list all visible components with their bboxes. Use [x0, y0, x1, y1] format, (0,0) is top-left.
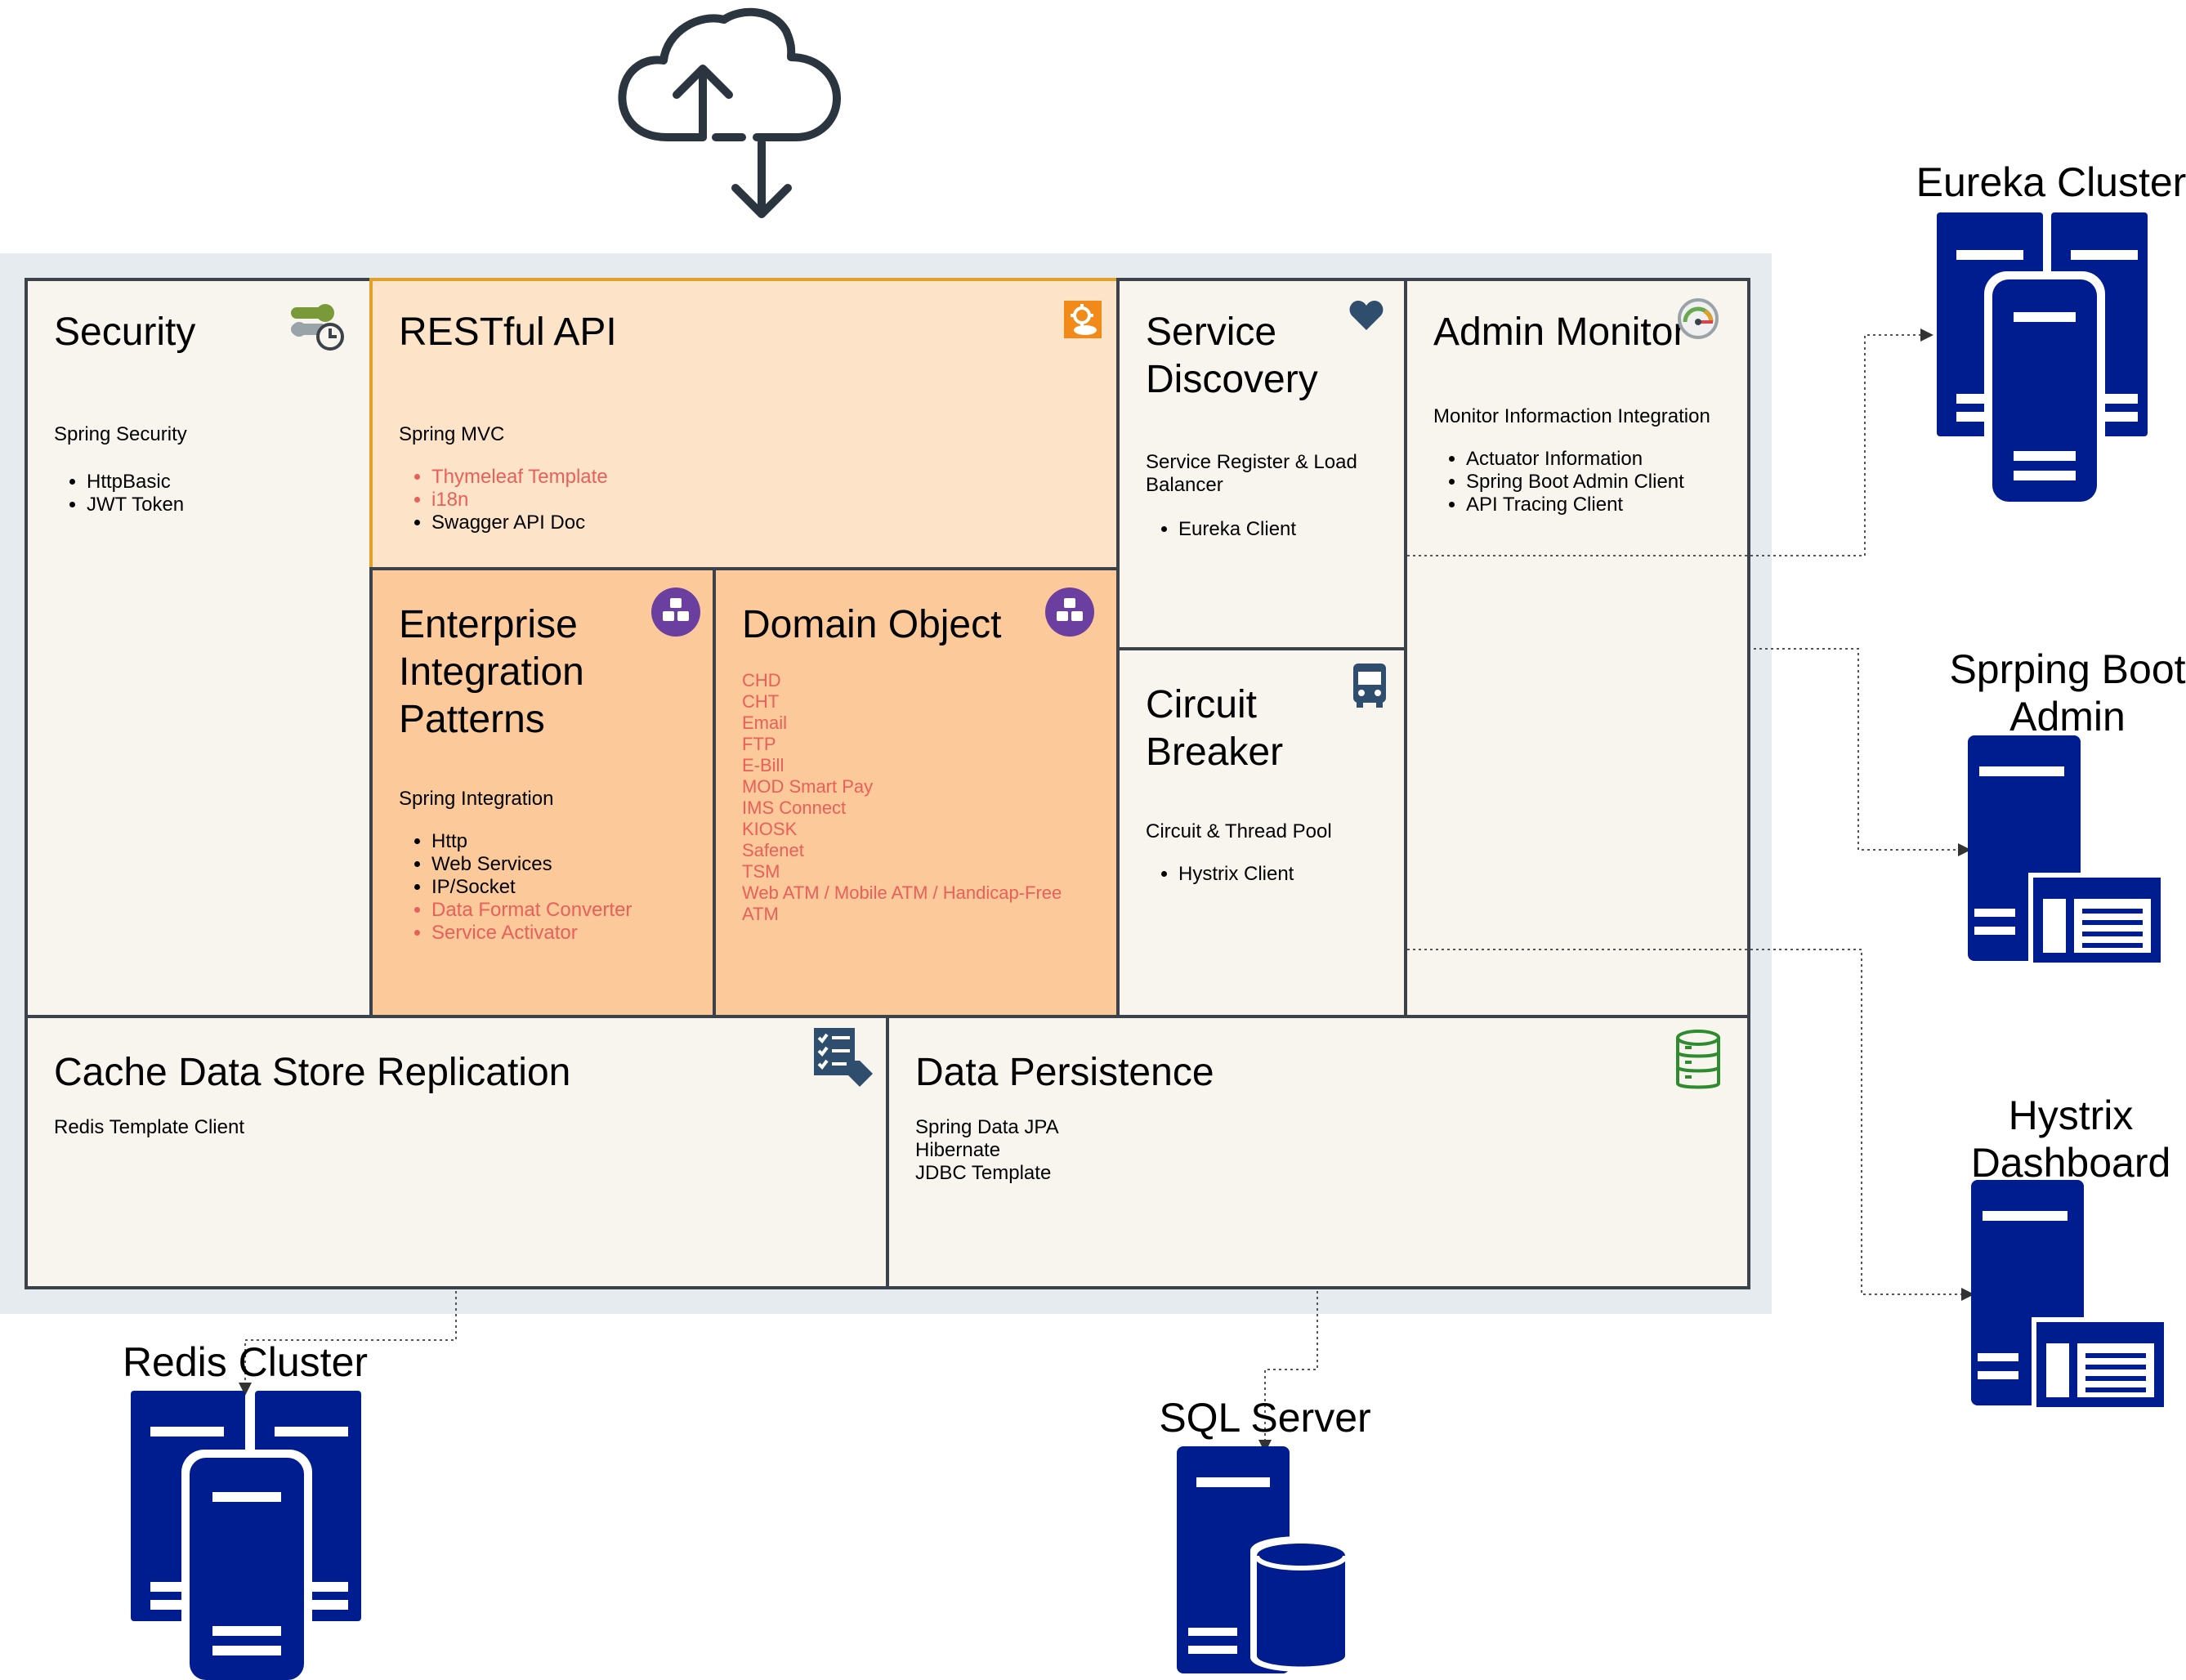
persistence-subtitle: Spring Data JPA Hibernate JDBC Template: [915, 1116, 1059, 1184]
admin-monitor-box: Admin Monitor Monitor Informaction Integ…: [1404, 278, 1750, 1018]
keys-clock-icon: [291, 304, 344, 351]
list-item: KIOSK: [742, 819, 798, 839]
restful-title: RESTful API: [399, 311, 617, 354]
eip-subtitle: Spring Integration: [399, 788, 554, 810]
circuit-breaker-title: Circuit Breaker: [1146, 683, 1284, 774]
eip-title: Enterprise Integration Patterns: [399, 603, 584, 741]
list-item: ATM: [742, 904, 779, 924]
heart-icon: [1349, 301, 1384, 330]
security-subtitle: Spring Security: [54, 423, 187, 445]
list-item: Web Services: [431, 853, 632, 876]
restful-list: Thymeleaf Template i18n Swagger API Doc: [399, 466, 608, 534]
cloud-upload-download-icon: [618, 7, 841, 218]
circuit-breaker-list: Hystrix Client: [1146, 863, 1294, 886]
restful-api-box: RESTful API Spring MVC Thymeleaf Templat…: [369, 278, 1120, 570]
list-item: HttpBasic: [87, 471, 184, 494]
service-discovery-subtitle: Service Register & Load Balancer: [1146, 451, 1357, 496]
connector-hystrix: [1407, 949, 1974, 1301]
list-item: E-Bill: [742, 755, 785, 775]
server-database-icon: [1177, 1446, 1352, 1673]
domain-object-box: Domain Object CHD CHT Email FTP E-Bill M…: [713, 567, 1120, 1018]
list-item: Swagger API Doc: [431, 512, 608, 534]
spring-boot-admin-label: Sprping Boot Admin: [1949, 646, 2186, 739]
list-item: i18n: [431, 489, 608, 512]
server-cluster-icon: [1937, 212, 2148, 502]
security-title: Security: [54, 311, 196, 354]
hystrix-dashboard-label: Hystrix Dashboard: [1970, 1092, 2171, 1186]
list-item: Data Format Converter: [431, 899, 632, 922]
connector-eureka: [1407, 328, 1933, 556]
domain-object-title: Domain Object: [742, 603, 1002, 646]
list-item: Safenet: [742, 840, 804, 860]
list-item: API Tracing Client: [1466, 494, 1684, 516]
restful-subtitle: Spring MVC: [399, 423, 505, 445]
service-discovery-list: Eureka Client: [1146, 518, 1296, 541]
gauge-icon: [1678, 298, 1719, 339]
list-item: Eureka Client: [1178, 518, 1296, 541]
hexagon-boxes-icon: [651, 588, 700, 637]
connector-sql: [1258, 1291, 1318, 1453]
eip-list: Http Web Services IP/Socket Data Format …: [399, 830, 632, 945]
service-discovery-title: Service Discovery: [1146, 311, 1318, 401]
list-item: IMS Connect: [742, 798, 847, 818]
list-item: Web ATM / Mobile ATM / Handicap-Free: [742, 882, 1062, 903]
gear-cloud-icon: [1064, 301, 1102, 338]
persistence-box: Data Persistence Spring Data JPA Hiberna…: [886, 1015, 1750, 1289]
eureka-cluster-label: Eureka Cluster: [1916, 159, 2186, 205]
server-dashboard-icon: [1968, 735, 2166, 964]
security-list: HttpBasic JWT Token: [54, 471, 184, 516]
list-item: CHT: [742, 691, 780, 712]
list-item: CHD: [742, 670, 781, 690]
list-item: Actuator Information: [1466, 448, 1684, 471]
server-cluster-icon: [131, 1391, 361, 1680]
persistence-title: Data Persistence: [915, 1051, 1214, 1094]
list-item: FTP: [742, 734, 776, 754]
bus-icon: [1353, 664, 1386, 708]
circuit-breaker-box: Circuit Breaker Circuit & Thread Pool Hy…: [1116, 647, 1407, 1018]
cache-subtitle: Redis Template Client: [54, 1116, 245, 1138]
hexagon-boxes-icon: [1045, 588, 1094, 637]
circuit-breaker-subtitle: Circuit & Thread Pool: [1146, 820, 1332, 842]
list-item: Spring Boot Admin Client: [1466, 471, 1684, 494]
list-item: Email: [742, 713, 788, 733]
list-item: Service Activator: [431, 922, 632, 945]
list-item: JWT Token: [87, 494, 184, 516]
admin-monitor-title: Admin Monitor: [1433, 311, 1687, 354]
list-item: MOD Smart Pay: [742, 776, 874, 797]
list-item: Http: [431, 830, 632, 853]
database-icon: [1676, 1030, 1720, 1089]
service-discovery-box: Service Discovery Service Register & Loa…: [1116, 278, 1407, 650]
cache-box: Cache Data Store Replication Redis Templ…: [25, 1015, 889, 1289]
list-item: TSM: [742, 861, 780, 882]
list-item: IP/Socket: [431, 876, 632, 899]
list-item: Thymeleaf Template: [431, 466, 608, 489]
server-dashboard-icon: [1971, 1180, 2169, 1409]
redis-cluster-label: Redis Cluster: [122, 1339, 369, 1385]
connector-spring-boot-admin: [1754, 648, 1971, 856]
domain-object-list: CHD CHT Email FTP E-Bill MOD Smart Pay I…: [742, 670, 1062, 925]
admin-monitor-subtitle: Monitor Informaction Integration: [1433, 405, 1710, 427]
sql-server-label: SQL Server: [1159, 1395, 1371, 1441]
admin-monitor-list: Actuator Information Spring Boot Admin C…: [1433, 448, 1684, 516]
cache-title: Cache Data Store Replication: [54, 1051, 571, 1094]
list-item: Hystrix Client: [1178, 863, 1294, 886]
connector-redis: [239, 1291, 457, 1396]
checklist-tag-icon: [814, 1028, 873, 1087]
